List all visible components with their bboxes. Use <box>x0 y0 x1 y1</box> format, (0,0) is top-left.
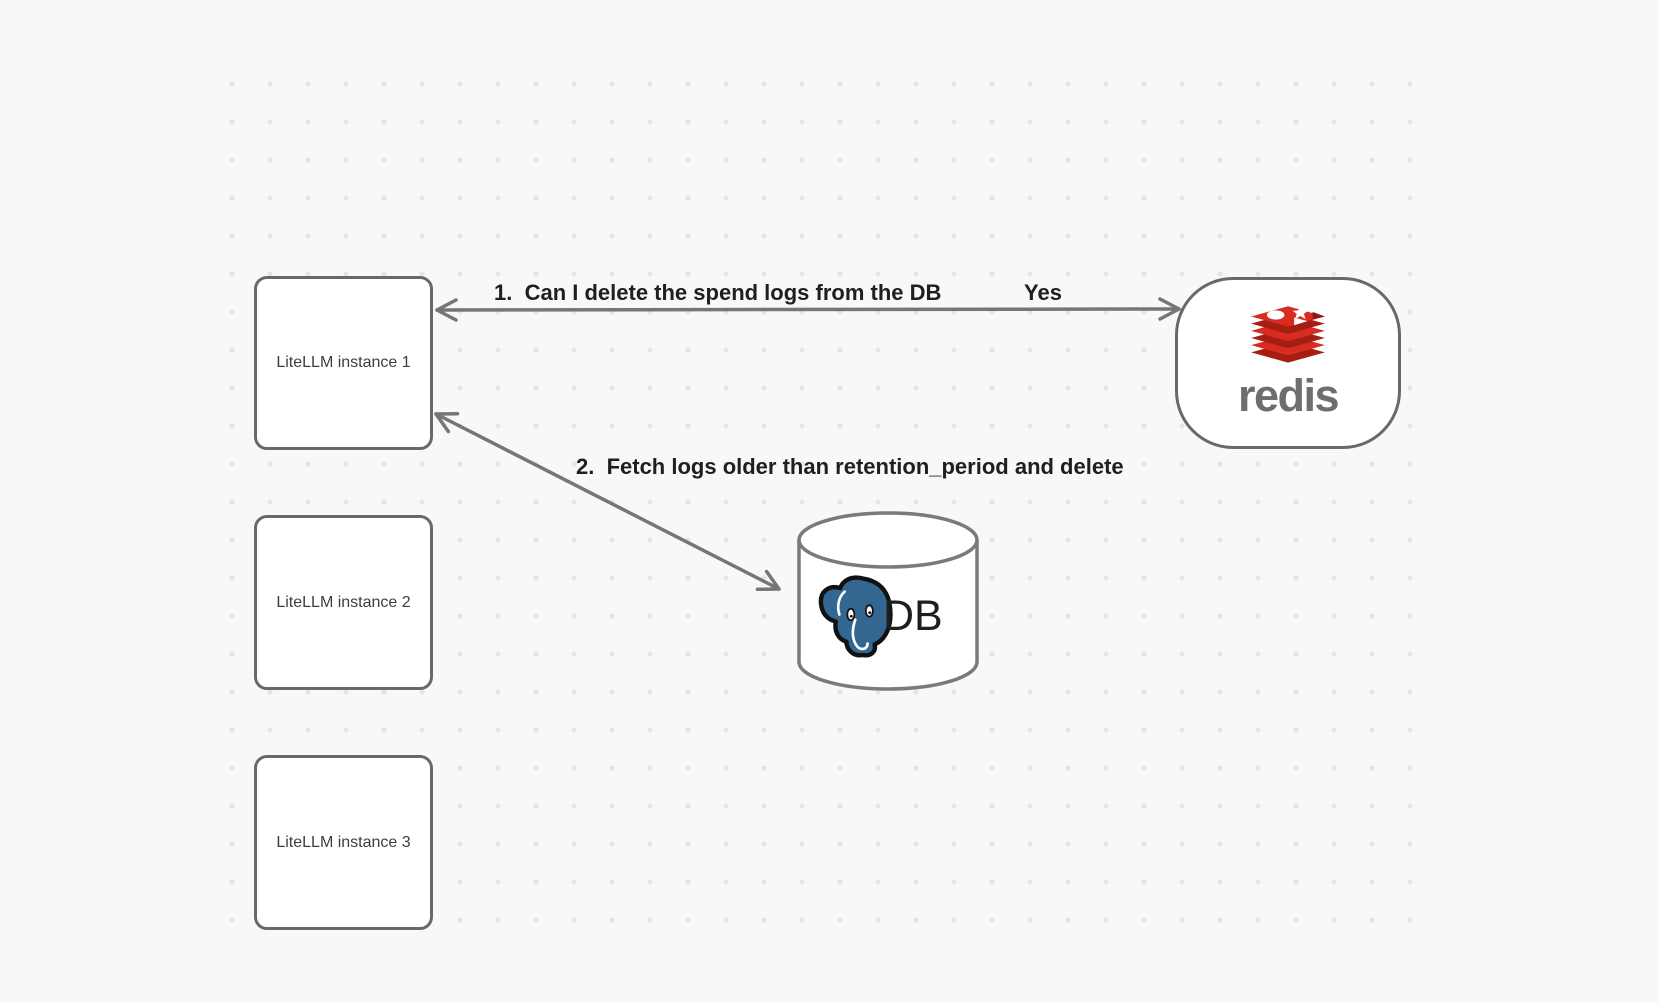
postgresql-elephant-icon <box>818 575 893 658</box>
message-1-label: 1. Can I delete the spend logs from the … <box>494 280 942 305</box>
litellm-instance-2-node: LiteLLM instance 2 <box>254 515 433 690</box>
litellm-instance-2-label: LiteLLM instance 2 <box>276 593 411 611</box>
redis-wordmark: redis <box>1237 370 1340 421</box>
message-2-label: 2. Fetch logs older than retention_perio… <box>576 454 1124 479</box>
litellm-instance-1-node: LiteLLM instance 1 <box>254 276 433 450</box>
litellm-instance-1-label: LiteLLM instance 1 <box>276 354 411 371</box>
litellm-instance-3-label: LiteLLM instance 3 <box>276 833 411 851</box>
db-label: DB <box>883 592 943 640</box>
arrow-instance1-db <box>434 411 781 592</box>
redis-node: redis <box>1175 277 1401 449</box>
litellm-instance-3-node: LiteLLM instance 3 <box>254 755 433 930</box>
arrow-instance1-redis <box>435 297 1181 322</box>
message-1-answer-label: Yes <box>1024 280 1062 305</box>
redis-logo-icon <box>1251 306 1325 363</box>
